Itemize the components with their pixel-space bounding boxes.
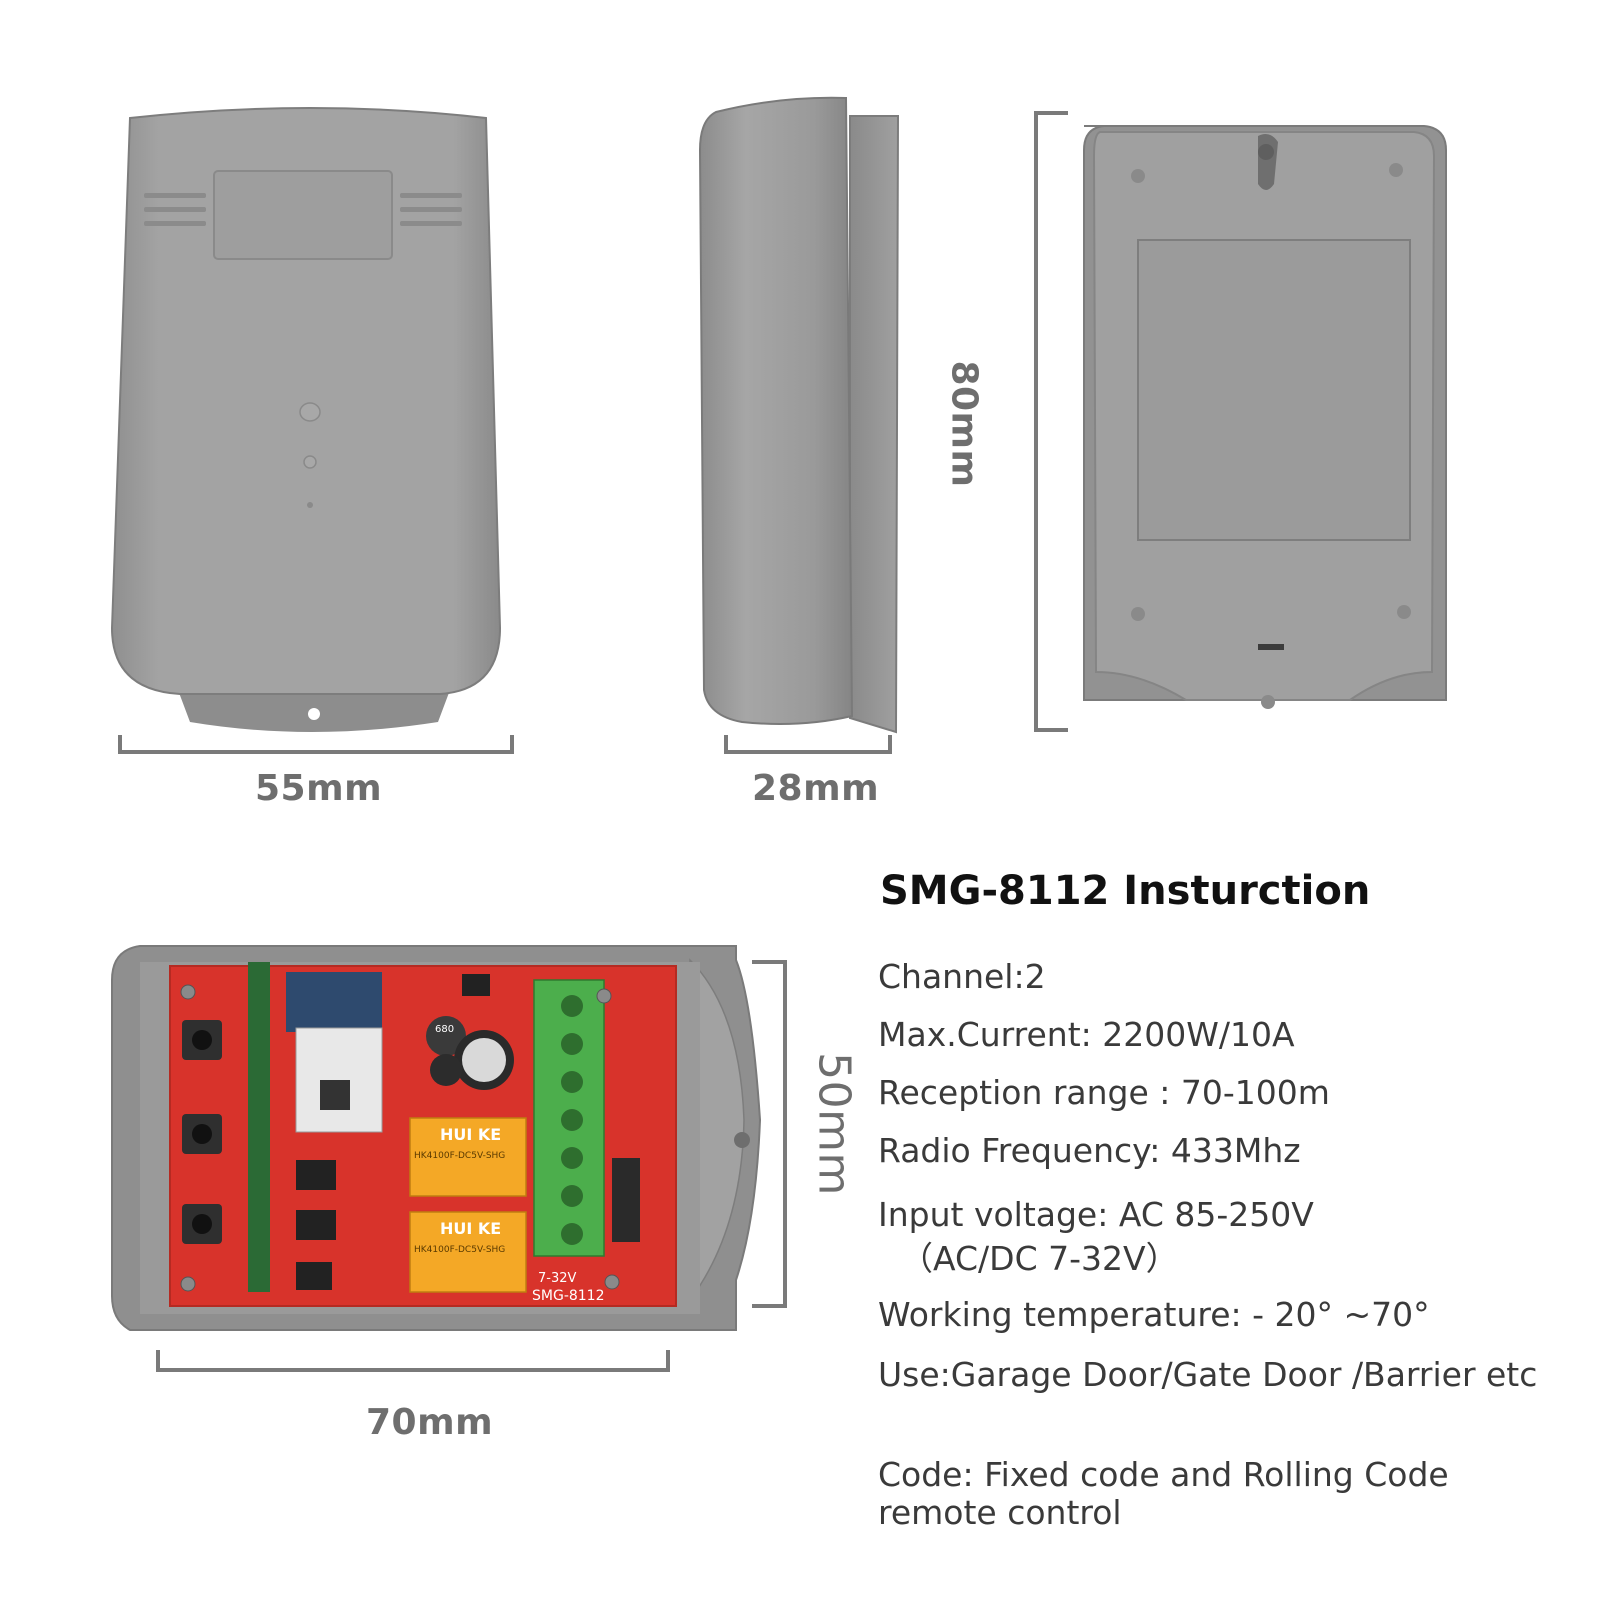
dimension-label-board-height: 50mm [808,1052,860,1196]
spec-input-voltage: Input voltage: AC 85-250V [878,1195,1314,1234]
pcb-model-label: SMG-8112 [532,1288,605,1304]
spec-title: SMG-8112 Insturction [880,868,1371,914]
dimension-lines [118,111,1068,1372]
spec-max-current: Max.Current: 2200W/10A [878,1015,1295,1054]
relay-2-model: HK4100F-DC5V-SHG [414,1245,505,1255]
dimension-line-50 [752,960,787,1308]
back-view [1083,125,1447,709]
relay-2 [409,1211,527,1293]
dimension-line-55 [118,735,514,754]
spec-radio-frequency: Radio Frequency: 433Mhz [878,1131,1301,1170]
relay-1 [409,1117,527,1197]
dimension-line-28 [724,735,892,754]
capacitor-label: 680 [435,1024,454,1035]
back-recessed-panel [1137,239,1411,541]
dimension-label-height: 80mm [943,360,985,488]
side-back-plate [849,115,900,734]
dimension-label-board-width: 70mm [366,1402,494,1443]
dimension-label-width: 55mm [255,768,383,809]
side-housing [698,96,854,725]
pcb-voltage-label: 7-32V [538,1271,577,1286]
side-view [698,96,900,734]
relay-2-brand: HUI KE [440,1219,501,1238]
spec-use: Use:Garage Door/Gate Door /Barrier etc [878,1355,1538,1394]
spec-input-voltage-dc: （AC/DC 7-32V） [900,1239,1179,1278]
board-view: SMG-8112 7-32V HUI KE HK4100F-DC5V-SHG H… [111,945,762,1331]
spec-reception-range: Reception range : 70-100m [878,1073,1330,1112]
spec-working-temperature: Working temperature: - 20° ~70° [878,1295,1430,1334]
dimension-line-80 [1034,111,1068,732]
spec-code: Code: Fixed code and Rolling Code remote… [878,1455,1449,1532]
dimension-label-depth: 28mm [752,768,880,809]
spec-channel: Channel:2 [878,957,1046,996]
front-view [110,107,502,732]
dimension-line-70 [156,1350,670,1372]
relay-1-model: HK4100F-DC5V-SHG [414,1151,505,1161]
relay-1-brand: HUI KE [440,1125,501,1144]
front-housing [110,107,502,695]
